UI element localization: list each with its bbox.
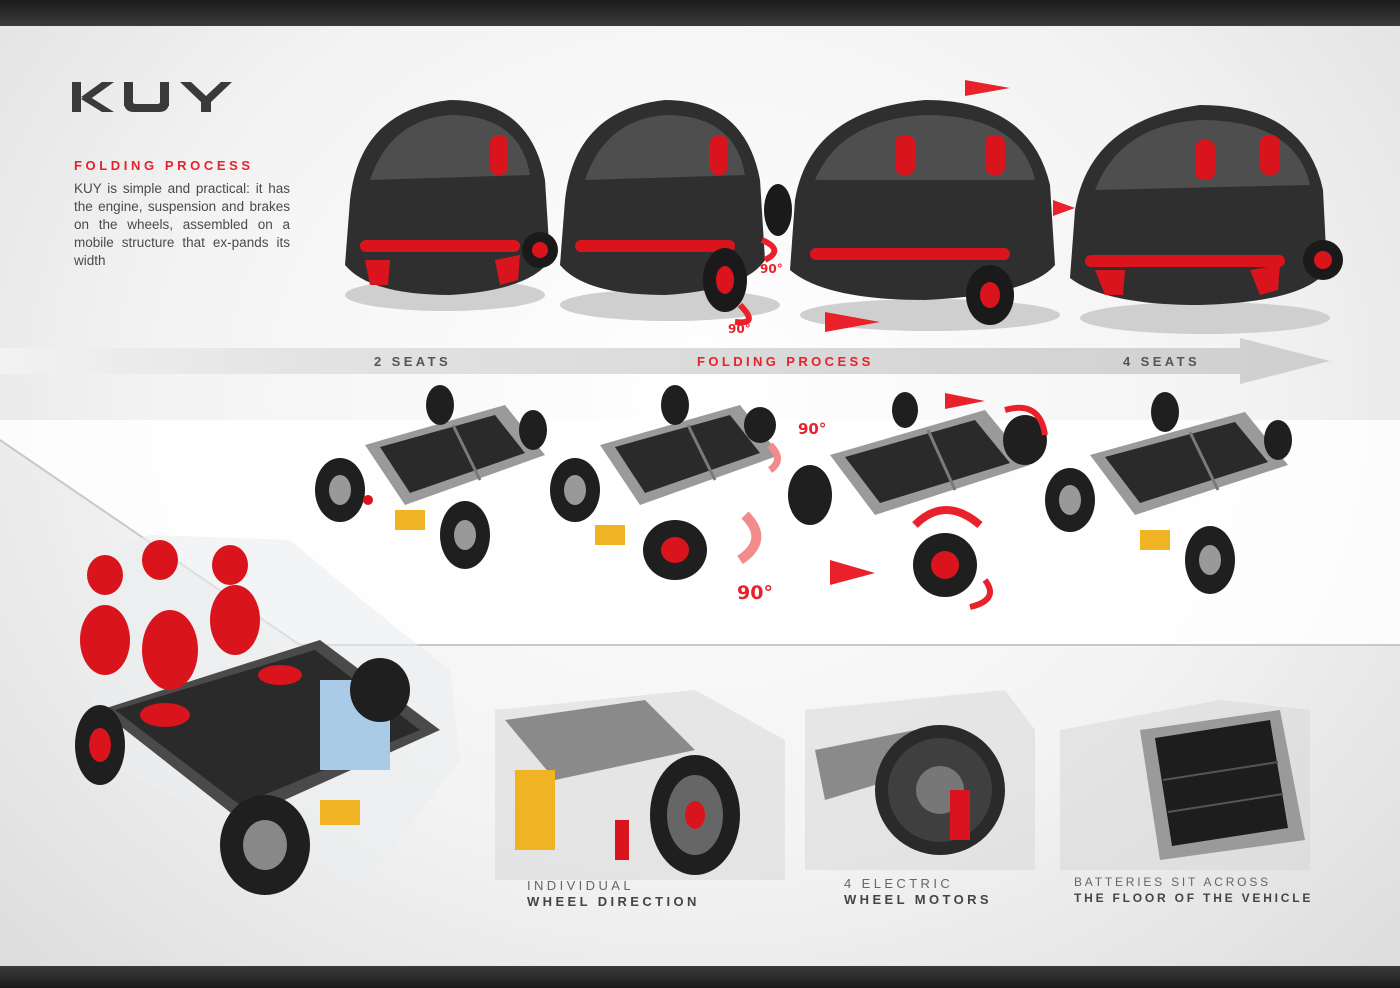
caption-wheel-direction: INDIVIDUAL WHEEL DIRECTION bbox=[527, 878, 700, 910]
angle-label: 90° bbox=[737, 582, 773, 604]
caption-line: THE FLOOR OF THE VEHICLE bbox=[1074, 891, 1314, 905]
caption-line: BATTERIES SIT ACROSS bbox=[1074, 875, 1271, 889]
caption-line: WHEEL DIRECTION bbox=[527, 894, 700, 909]
caption-batteries: BATTERIES SIT ACROSS THE FLOOR OF THE VE… bbox=[1074, 874, 1313, 906]
battery-detail-image bbox=[1060, 700, 1310, 870]
band-label-4-seats: 4 SEATS bbox=[1123, 354, 1201, 369]
car-2-seat-image bbox=[345, 100, 558, 311]
intro-description: KUY is simple and practical: it has the … bbox=[74, 181, 290, 268]
caption-motors: 4 ELECTRIC WHEEL MOTORS bbox=[844, 876, 992, 908]
car-4-seat-image bbox=[1070, 105, 1343, 334]
angle-label: 90° bbox=[798, 420, 827, 438]
kuy-logo bbox=[72, 82, 232, 112]
wheel-direction-detail-image bbox=[495, 690, 785, 880]
car-folding-2-image bbox=[790, 80, 1075, 332]
chassis-folding-2-image bbox=[788, 392, 1048, 610]
folding-process-title: FOLDING PROCESS bbox=[74, 158, 254, 173]
caption-line: WHEEL MOTORS bbox=[844, 892, 992, 907]
angle-label: 90° bbox=[760, 262, 783, 276]
car-folding-1-image bbox=[560, 100, 792, 326]
caption-line: 4 ELECTRIC bbox=[844, 876, 954, 891]
bottom-bar bbox=[0, 966, 1400, 988]
chassis-4-seat-image bbox=[1045, 392, 1292, 594]
top-bar bbox=[0, 0, 1400, 26]
band-label-2-seats: 2 SEATS bbox=[374, 354, 452, 369]
angle-label: 90° bbox=[728, 322, 751, 336]
band-label-folding-process: FOLDING PROCESS bbox=[697, 354, 874, 369]
chassis-2-seat-image bbox=[315, 385, 547, 569]
process-arrow bbox=[0, 338, 1330, 384]
chassis-folding-1-image bbox=[550, 385, 781, 580]
wheel-motor-detail-image bbox=[805, 690, 1035, 870]
caption-line: INDIVIDUAL bbox=[527, 878, 634, 893]
interior-cutaway-image bbox=[75, 535, 460, 895]
